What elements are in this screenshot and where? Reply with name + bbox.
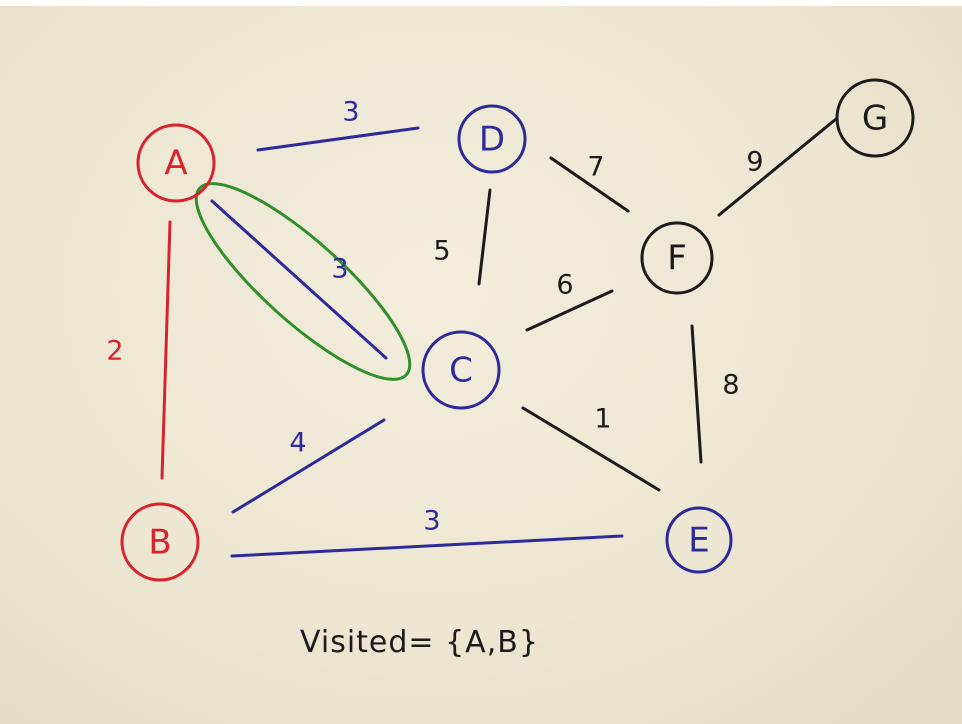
highlight-layer — [194, 182, 412, 381]
edge-f-g — [717, 117, 838, 217]
node-circle-e — [665, 506, 733, 574]
edge-weight-b-e: 3 — [423, 506, 440, 537]
top-border — [0, 0, 962, 6]
node-label-e: E — [688, 521, 709, 561]
node-d: D — [457, 104, 527, 174]
node-label-b: B — [148, 523, 171, 563]
node-c: C — [421, 330, 501, 410]
node-f: F — [640, 221, 714, 295]
node-circle-a — [136, 123, 216, 203]
node-b: B — [120, 502, 200, 582]
edge-weight-a-b: 2 — [106, 336, 123, 367]
edge-f-e — [690, 324, 703, 464]
visited-caption: Visited= {A,B} — [300, 625, 539, 660]
edge-weight-d-c: 5 — [433, 236, 450, 267]
nodes-layer: A B C D E F G — [120, 78, 915, 582]
edge-weight-f-e: 8 — [722, 370, 739, 401]
node-label-f: F — [667, 239, 687, 279]
node-circle-c — [421, 330, 501, 410]
edge-a-b — [160, 220, 172, 480]
node-circle-d — [457, 104, 527, 174]
edge-a-c — [210, 199, 388, 360]
edge-weight-b-c: 4 — [289, 428, 306, 459]
edge-weight-a-d: 3 — [342, 97, 359, 128]
node-circle-f — [640, 221, 714, 295]
node-label-c: C — [449, 351, 473, 391]
edge-weight-c-f: 6 — [556, 270, 573, 301]
edge-labels-layer: 3 3 2 4 3 5 7 6 1 9 8 — [106, 97, 763, 537]
node-label-a: A — [164, 144, 187, 184]
edge-a-d — [256, 126, 420, 152]
edge-d-c — [477, 188, 492, 286]
node-a: A — [136, 123, 216, 203]
node-label-g: G — [862, 99, 888, 139]
edge-b-c — [231, 418, 386, 514]
node-circle-b — [120, 502, 200, 582]
edge-weight-c-e: 1 — [594, 404, 611, 435]
node-label-d: D — [479, 120, 505, 160]
highlight-ellipse-a-c — [194, 182, 412, 381]
edge-c-f — [525, 289, 614, 332]
edge-d-f — [549, 156, 630, 213]
node-circle-g — [835, 78, 915, 158]
edge-weight-a-c: 3 — [331, 254, 348, 285]
edge-c-e — [521, 406, 661, 492]
edge-b-e — [230, 534, 624, 558]
node-e: E — [665, 506, 733, 574]
node-g: G — [835, 78, 915, 158]
edges-layer — [160, 117, 838, 558]
edge-weight-d-f: 7 — [587, 152, 604, 183]
edge-weight-f-g: 9 — [746, 147, 763, 178]
